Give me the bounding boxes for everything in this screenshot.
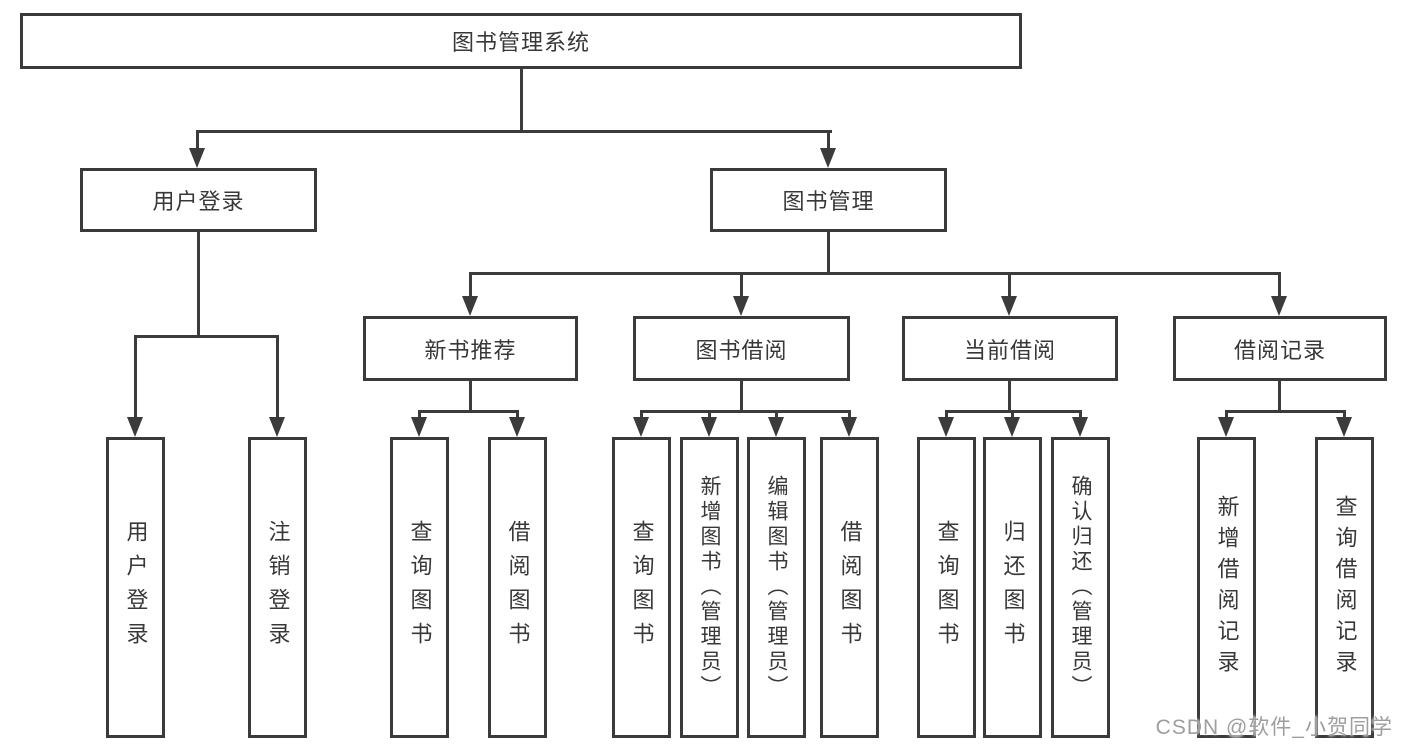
connector bbox=[134, 335, 137, 419]
connector bbox=[469, 381, 472, 413]
leaf-br-query-record: 查询借阅记录 bbox=[1315, 437, 1374, 738]
arrowhead bbox=[1336, 417, 1352, 437]
connector bbox=[827, 232, 830, 274]
node-new-book-recommendation: 新书推荐 bbox=[363, 316, 578, 381]
node-user-login: 用户登录 bbox=[80, 168, 317, 232]
node-book-borrowing: 图书借阅 bbox=[633, 316, 850, 381]
arrowhead bbox=[768, 417, 784, 437]
connector bbox=[1278, 272, 1281, 298]
arrowhead bbox=[701, 417, 717, 437]
leaf-bb-query-books: 查询图书 bbox=[612, 437, 671, 738]
connector bbox=[1225, 410, 1345, 413]
connector bbox=[740, 381, 743, 413]
arrowhead bbox=[269, 417, 285, 437]
arrowhead bbox=[411, 417, 427, 437]
connector bbox=[740, 272, 743, 298]
leaf-cb-query-books: 查询图书 bbox=[917, 437, 976, 738]
leaf-br-add-record: 新增借阅记录 bbox=[1197, 437, 1256, 738]
connector bbox=[640, 410, 850, 413]
connector bbox=[1343, 410, 1346, 419]
arrowhead bbox=[633, 417, 649, 437]
leaf-cb-return-books: 归还图书 bbox=[983, 437, 1042, 738]
connector bbox=[1079, 410, 1082, 419]
arrowhead bbox=[820, 148, 836, 168]
arrowhead bbox=[841, 417, 857, 437]
connector bbox=[134, 335, 279, 338]
connector bbox=[196, 130, 832, 133]
connector bbox=[276, 335, 279, 419]
leaf-nbr-query-books: 查询图书 bbox=[390, 437, 449, 738]
node-borrowing-records: 借阅记录 bbox=[1173, 316, 1387, 381]
arrowhead bbox=[1001, 296, 1017, 316]
arrowhead bbox=[127, 417, 143, 437]
connector bbox=[196, 130, 199, 150]
connector bbox=[520, 69, 523, 131]
node-current-borrowing: 当前借阅 bbox=[902, 316, 1118, 381]
leaf-logout: 注销登录 bbox=[248, 437, 307, 738]
arrowhead bbox=[1072, 417, 1088, 437]
node-library-management-system: 图书管理系统 bbox=[20, 13, 1022, 69]
connector bbox=[469, 272, 1281, 275]
leaf-bb-add-books-admin: 新增图书（管理员） bbox=[680, 437, 739, 738]
leaf-user-login: 用户登录 bbox=[106, 437, 165, 738]
connector bbox=[1008, 381, 1011, 413]
connector bbox=[1008, 272, 1011, 298]
connector bbox=[469, 272, 472, 298]
connector bbox=[827, 130, 830, 150]
arrowhead bbox=[462, 296, 478, 316]
connector bbox=[516, 410, 519, 419]
connector bbox=[1011, 410, 1014, 419]
arrowhead bbox=[1271, 296, 1287, 316]
arrowhead bbox=[1004, 417, 1020, 437]
arrowhead bbox=[189, 148, 205, 168]
connector bbox=[418, 410, 421, 419]
arrowhead bbox=[733, 296, 749, 316]
node-book-management: 图书管理 bbox=[710, 168, 947, 232]
connector bbox=[708, 410, 711, 419]
connector bbox=[1278, 381, 1281, 413]
csdn-watermark: CSDN @软件_小贺同学 bbox=[1155, 716, 1393, 739]
connector bbox=[848, 410, 851, 419]
connector bbox=[945, 410, 948, 419]
leaf-nbr-borrow-books: 借阅图书 bbox=[488, 437, 547, 738]
connector bbox=[640, 410, 643, 419]
connector bbox=[418, 410, 519, 413]
connector bbox=[1225, 410, 1228, 419]
arrowhead bbox=[509, 417, 525, 437]
connector bbox=[197, 232, 200, 337]
leaf-cb-confirm-return-admin: 确认归还（管理员） bbox=[1051, 437, 1110, 738]
leaf-bb-borrow-books: 借阅图书 bbox=[820, 437, 879, 738]
connector bbox=[775, 410, 778, 419]
leaf-bb-edit-books-admin: 编辑图书（管理员） bbox=[747, 437, 806, 738]
arrowhead bbox=[1218, 417, 1234, 437]
arrowhead bbox=[938, 417, 954, 437]
